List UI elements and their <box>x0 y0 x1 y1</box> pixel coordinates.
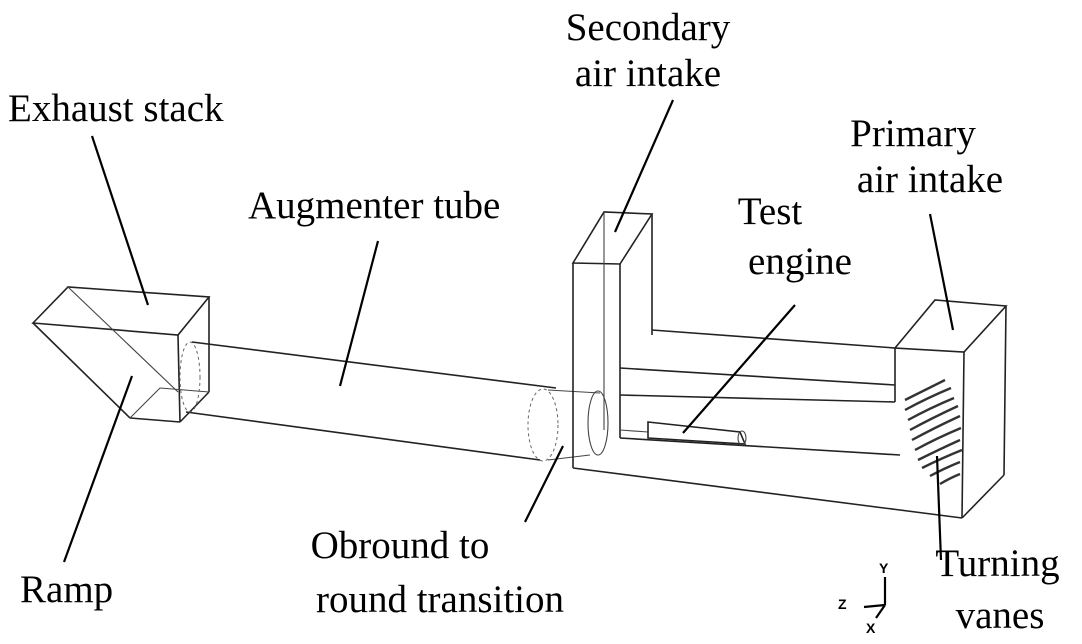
axis-label-y: Y <box>879 560 889 576</box>
label-exhaust-stack: Exhaust stack <box>8 87 224 130</box>
leader-secondary-intake <box>613 99 675 233</box>
label-primary-intake-line1: Primary <box>850 112 976 155</box>
label-turning-vanes-line1: Turning <box>935 542 1060 585</box>
leader-augmenter-tube <box>338 240 380 387</box>
leader-test-engine <box>682 304 796 434</box>
axis-label-z: Z <box>838 596 847 612</box>
test-cell-box <box>572 329 963 519</box>
label-turning-vanes-line2: vanes <box>955 594 1045 637</box>
axis-triad <box>863 577 887 619</box>
primary-intake-shape <box>893 299 1008 519</box>
label-transition-line2: round transition <box>315 578 565 621</box>
leader-transition <box>524 445 564 523</box>
axis-label-x: X <box>866 620 876 636</box>
turning-vanes-shape <box>904 378 963 486</box>
label-test-engine-line1: Test <box>737 190 803 233</box>
transition-shape <box>527 388 609 462</box>
leader-turning-vanes <box>935 455 943 561</box>
label-secondary-intake-line1: Secondary <box>565 6 731 49</box>
secondary-intake-shape <box>571 211 654 468</box>
label-primary-intake-line2: air intake <box>856 158 1004 201</box>
leader-exhaust-stack <box>90 135 150 306</box>
label-transition-line1: Obround to <box>310 524 490 567</box>
label-test-engine-line2: engine <box>748 240 852 283</box>
label-ramp: Ramp <box>20 568 114 611</box>
ramp-shape <box>67 286 179 393</box>
label-augmenter-tube: Augmenter tube <box>248 184 501 227</box>
leader-primary-intake <box>928 213 955 331</box>
label-secondary-intake-line2: air intake <box>574 52 722 95</box>
leader-ramp <box>62 375 134 563</box>
augmenter-tube-shape <box>179 341 557 461</box>
test-engine-shape <box>647 421 747 446</box>
